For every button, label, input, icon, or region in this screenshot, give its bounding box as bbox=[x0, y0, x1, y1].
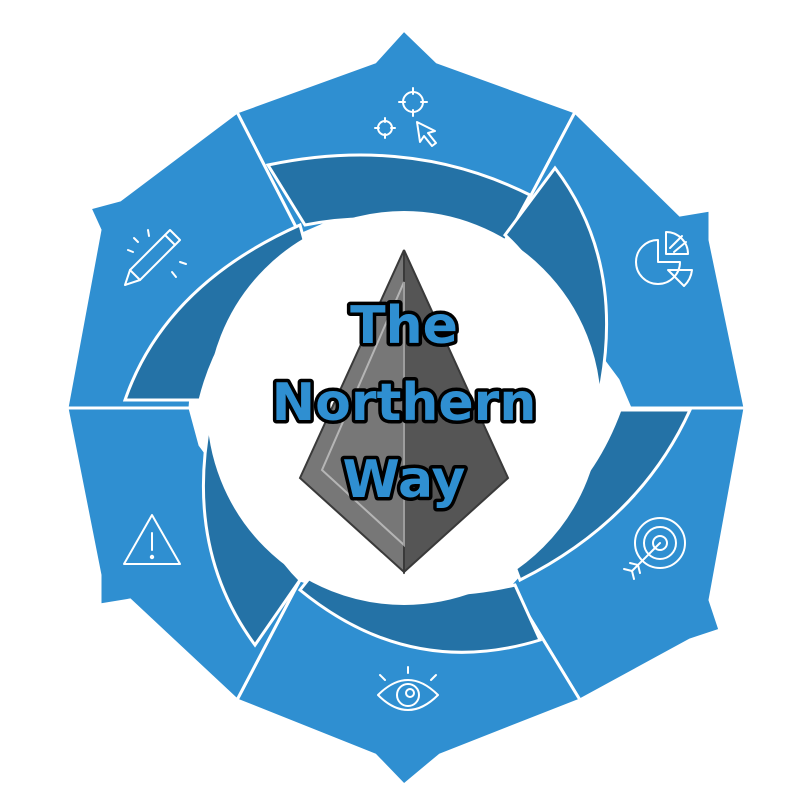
title: The Northern Way bbox=[268, 293, 540, 514]
bullseye-arrow-icon bbox=[623, 517, 686, 580]
title-line-2: Northern bbox=[272, 373, 537, 433]
logo-diamond bbox=[298, 249, 510, 575]
pencil-icon bbox=[124, 229, 187, 286]
target-cursor-icon bbox=[374, 87, 437, 147]
warning-triangle-icon bbox=[123, 514, 181, 565]
eye-icon bbox=[377, 666, 439, 711]
pie-chart-icon bbox=[635, 231, 693, 287]
logo-diamond-highlight bbox=[320, 281, 405, 548]
title-line-1: The bbox=[350, 296, 458, 356]
title-line-3: Way bbox=[343, 450, 466, 510]
